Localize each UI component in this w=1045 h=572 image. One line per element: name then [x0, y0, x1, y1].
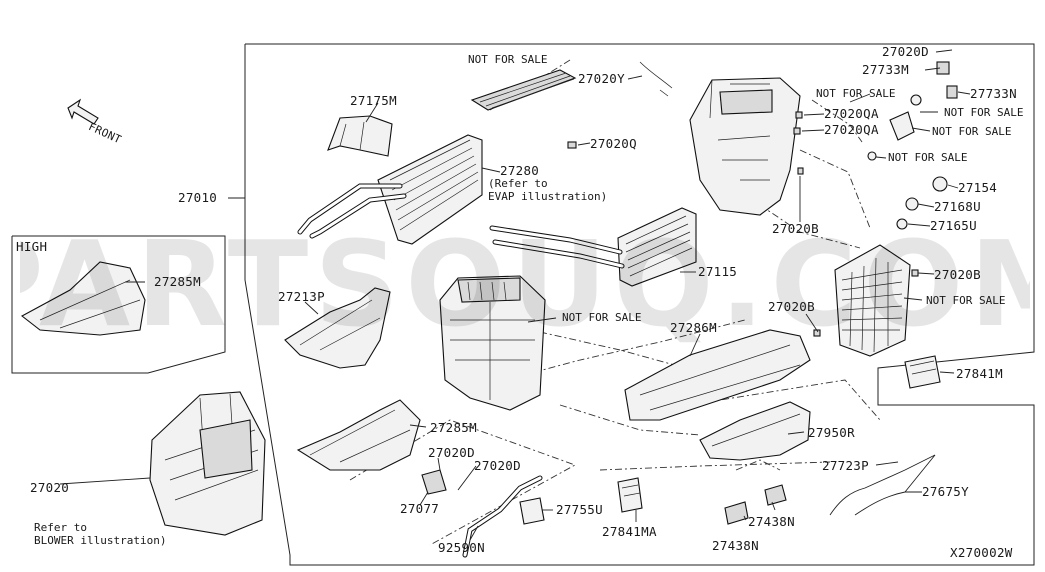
part-label[interactable]: 27020D — [882, 44, 929, 59]
evap-refer-line1: (Refer to — [488, 177, 548, 190]
duct-27175m-icon — [327, 115, 393, 157]
evaporator-27280-icon — [297, 134, 483, 245]
front-arrow-icon — [67, 98, 99, 125]
relation-line — [735, 459, 781, 471]
part-label[interactable]: 27285M — [430, 420, 477, 435]
lower-right-case-icon — [834, 244, 911, 357]
part-label[interactable]: 27020B — [768, 299, 815, 314]
part-label[interactable]: 27438N — [712, 538, 759, 553]
not-for-sale-note: NOT FOR SALE — [468, 53, 548, 66]
not-for-sale-note: NOT FOR SALE — [926, 294, 1006, 307]
part-label[interactable]: 27077 — [400, 501, 440, 516]
diagram-code: X270002W — [950, 545, 1013, 560]
relation-line — [759, 204, 861, 249]
grille-27841m-icon — [904, 355, 941, 389]
duct-27285m-high-icon — [20, 261, 146, 336]
not-for-sale-note: NOT FOR SALE — [562, 311, 642, 324]
part-label[interactable]: 92590N — [438, 540, 485, 555]
not-for-sale-note: NOT FOR SALE — [944, 106, 1024, 119]
part-label[interactable]: 27213P — [278, 289, 325, 304]
heater-case-icon — [439, 275, 546, 411]
part-label[interactable]: 27285M — [154, 274, 201, 289]
part-label[interactable]: 27175M — [350, 93, 397, 108]
part-label[interactable]: 27020QA — [824, 122, 879, 137]
part-27755u-icon — [519, 497, 545, 525]
relation-line — [599, 461, 831, 471]
high-label: HIGH — [16, 239, 48, 254]
not-for-sale-note: NOT FOR SALE — [888, 151, 968, 164]
part-label[interactable]: 27755U — [556, 502, 603, 517]
relation-line — [811, 99, 863, 143]
blower-unit-27020-icon — [149, 391, 266, 536]
part-label[interactable]: 27675Y — [922, 484, 969, 499]
part-label[interactable]: 27020D — [428, 445, 475, 460]
duct-27950r-icon — [699, 401, 811, 461]
leader-lines — [59, 49, 971, 541]
part-label[interactable]: 27020Q — [590, 136, 637, 151]
heater-core-27115-icon — [489, 207, 697, 287]
top-grille-icon — [470, 69, 577, 111]
sensor-wire-27675y-icon — [854, 454, 936, 516]
part-label[interactable]: 27723P — [822, 458, 869, 473]
part-label[interactable]: 27020Y — [578, 71, 625, 86]
part-label[interactable]: 27020B — [934, 267, 981, 282]
relation-line — [559, 404, 701, 436]
part-27438n-icon — [724, 501, 749, 525]
part-label[interactable]: 27154 — [958, 180, 998, 195]
not-for-sale-note: NOT FOR SALE — [816, 87, 896, 100]
part-27438n-icon — [764, 484, 787, 506]
small-parts-icon — [567, 61, 958, 337]
part-label[interactable]: 27280 — [500, 163, 540, 178]
upper-case-icon — [689, 77, 801, 216]
part-27077-icon — [421, 469, 447, 495]
evap-refer-line2: EVAP illustration) — [488, 190, 608, 203]
part-label[interactable]: 27733N — [970, 86, 1017, 101]
part-label[interactable]: 27165U — [930, 218, 977, 233]
part-label[interactable]: 27950R — [808, 425, 855, 440]
blower-refer-line1: Refer to — [34, 521, 87, 534]
part-label[interactable]: 27841M — [956, 366, 1003, 381]
part-label[interactable]: 27733M — [862, 62, 909, 77]
part-label[interactable]: 27020B — [772, 221, 819, 236]
part-label[interactable]: 27286M — [670, 320, 717, 335]
sensor-wire-27723p-icon — [829, 454, 936, 516]
part-label[interactable]: 27841MA — [602, 524, 657, 539]
part-label[interactable]: 27115 — [698, 264, 738, 279]
relation-line — [799, 149, 871, 229]
grille-27841ma-icon — [617, 477, 643, 513]
duct-27286m-icon — [624, 329, 811, 421]
part-label[interactable]: 27010 — [178, 190, 218, 205]
duct-27213p-icon — [284, 287, 391, 369]
not-for-sale-note: NOT FOR SALE — [932, 125, 1012, 138]
assembly-outline — [244, 43, 1035, 566]
part-label[interactable]: 27438N — [748, 514, 795, 529]
duct-27285m-icon — [296, 399, 421, 471]
part-label[interactable]: 27020QA — [824, 106, 879, 121]
part-label[interactable]: 27020D — [474, 458, 521, 473]
high-inset-box — [11, 235, 226, 374]
blower-refer-line2: BLOWER illustration) — [34, 534, 167, 547]
part-label[interactable]: 27168U — [934, 199, 981, 214]
part-label[interactable]: 27020 — [30, 480, 70, 495]
